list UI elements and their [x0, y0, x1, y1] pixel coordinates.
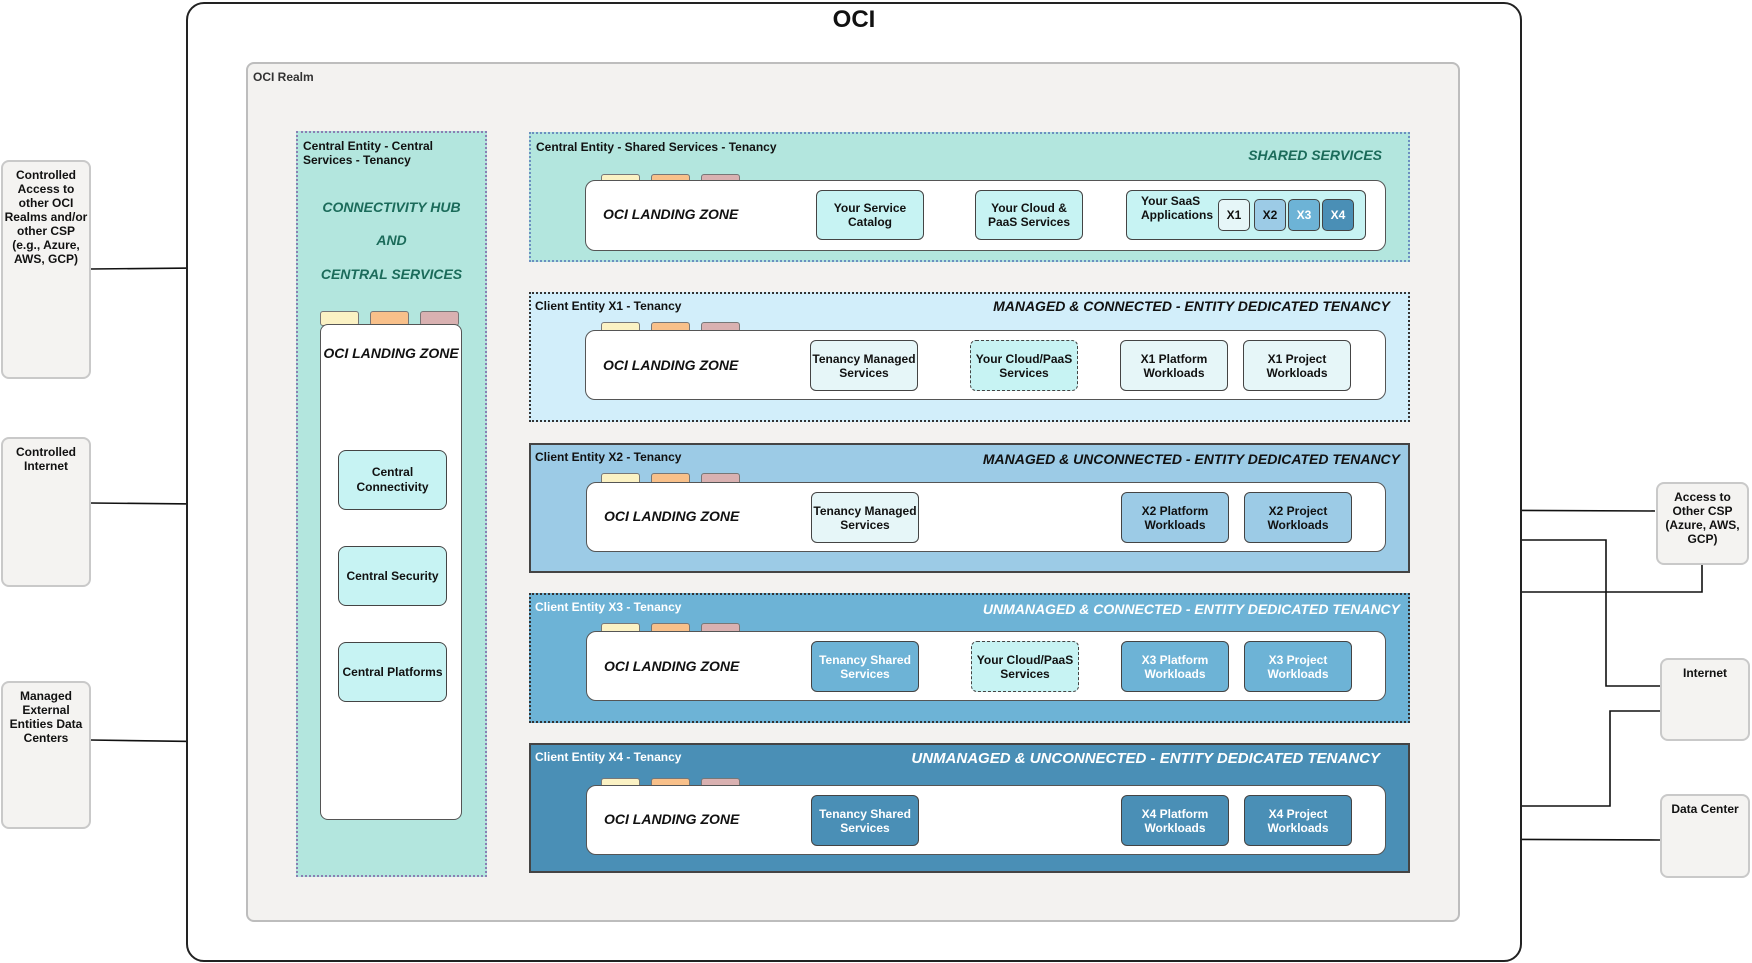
hub-line-connectivity: CONNECTIVITY HUB [322, 199, 461, 215]
x2-tenancy-tag: MANAGED & UNCONNECTED - ENTITY DEDICATED… [982, 451, 1400, 467]
external-managed-datacenters: Managed External Entities Data Centers [1, 681, 91, 829]
external-other-realms: Controlled Access to other OCI Realms an… [1, 160, 91, 379]
saas-applications-label: Your SaaS Applications [1141, 194, 1214, 222]
external-controlled-internet: Controlled Internet [1, 437, 91, 587]
x1-project-workloads: X1 Project Workloads [1243, 340, 1351, 391]
x2-platform-workloads: X2 Platform Workloads [1121, 492, 1229, 543]
x4-tenancy-title: Client Entity X4 - Tenancy [535, 750, 682, 764]
x3-landing-zone-label: OCI LANDING ZONE [604, 658, 740, 674]
x3-project-workloads: X3 Project Workloads [1244, 641, 1352, 692]
central-connectivity-box: Central Connectivity [338, 450, 447, 510]
x3-tenancy-tag: UNMANAGED & CONNECTED - ENTITY DEDICATED… [982, 601, 1400, 617]
x3-tenancy-shared-services: Tenancy Shared Services [811, 641, 919, 692]
x1-platform-workloads: X1 Platform Workloads [1120, 340, 1228, 391]
saas-badge-x2: X2 [1254, 199, 1286, 231]
external-other-csp: Access to Other CSP (Azure, AWS, GCP) [1656, 482, 1749, 565]
x2-tenancy-managed-services: Tenancy Managed Services [811, 492, 919, 543]
oci-title: OCI [832, 6, 876, 33]
x1-tenancy-title: Client Entity X1 - Tenancy [535, 299, 682, 313]
shared-landing-zone-label: OCI LANDING ZONE [603, 206, 739, 222]
hub-line-central-services: CENTRAL SERVICES [320, 266, 463, 282]
x4-platform-workloads: X4 Platform Workloads [1121, 795, 1229, 846]
saas-badge-x3: X3 [1288, 199, 1320, 231]
external-internet: Internet [1660, 658, 1750, 741]
x4-project-workloads: X4 Project Workloads [1244, 795, 1352, 846]
x3-cloud-paas-services: Your Cloud/PaaS Services [971, 641, 1079, 692]
x1-landing-zone-label: OCI LANDING ZONE [603, 357, 739, 373]
realm-label: OCI Realm [253, 70, 314, 84]
x1-tenancy-managed-services: Tenancy Managed Services [810, 340, 918, 391]
x3-platform-workloads: X3 Platform Workloads [1121, 641, 1229, 692]
x1-tenancy-tag: MANAGED & CONNECTED - ENTITY DEDICATED T… [993, 298, 1390, 314]
shared-tenancy-title: Central Entity - Shared Services - Tenan… [536, 140, 777, 154]
hub-line-and: AND [376, 232, 407, 248]
x2-tenancy-title: Client Entity X2 - Tenancy [535, 450, 682, 464]
shared-tenancy-tag: SHARED SERVICES [1248, 147, 1382, 163]
saas-badge-x4: X4 [1322, 199, 1354, 231]
external-data-center: Data Center [1660, 794, 1750, 878]
saas-badge-x1: X1 [1218, 199, 1250, 231]
x2-project-workloads: X2 Project Workloads [1244, 492, 1352, 543]
service-catalog-box: Your Service Catalog [816, 190, 924, 240]
central-platforms-box: Central Platforms [338, 642, 447, 702]
x4-landing-zone-label: OCI LANDING ZONE [604, 811, 740, 827]
x1-cloud-paas-services: Your Cloud/PaaS Services [970, 340, 1078, 391]
x3-tenancy-title: Client Entity X3 - Tenancy [535, 600, 682, 614]
hub-landing-zone-label: OCI LANDING ZONE [323, 345, 459, 361]
cloud-paas-services-box: Your Cloud & PaaS Services [975, 190, 1083, 240]
x4-tenancy-tag: UNMANAGED & UNCONNECTED - ENTITY DEDICAT… [911, 750, 1380, 767]
hub-title: Central Entity - Central Services - Tena… [303, 139, 434, 167]
x4-tenancy-shared-services: Tenancy Shared Services [811, 795, 919, 846]
central-security-box: Central Security [338, 546, 447, 606]
x2-landing-zone-label: OCI LANDING ZONE [604, 508, 740, 524]
